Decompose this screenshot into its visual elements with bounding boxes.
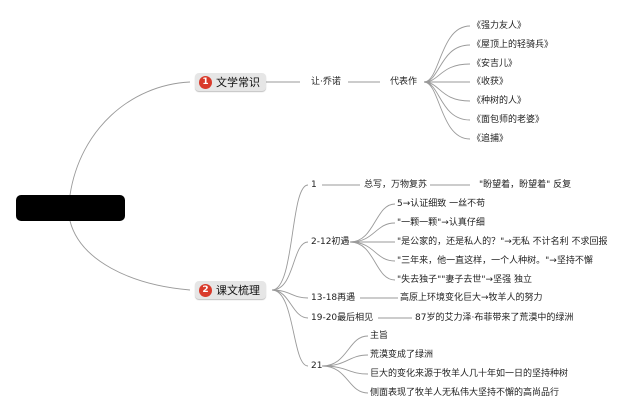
branch-5-item[interactable]: 巨大的变化来源于牧羊人几十年如一日的坚持种树 [370,369,569,379]
branch-5-item[interactable]: 主旨 [370,331,389,341]
topic-label: 课文梳理 [216,284,260,297]
work-item[interactable]: 《屋顶上的轻骑兵》 [472,40,554,50]
branch-3-text[interactable]: 高原上环境变化巨大→牧羊人的努力 [400,293,543,303]
branch-1-detail[interactable]: "盼望着，盼望着" 反复 [479,180,572,190]
branch-5-item[interactable]: 荒漠变成了绿洲 [370,350,434,360]
topic-label: 文学常识 [216,76,260,89]
branch-2-item[interactable]: "是公家的，还是私人的？"→无私 不计名利 不求回报 [397,237,608,247]
branch-2-item[interactable]: 5→认证细致 一丝不苟 [397,199,486,209]
branch-paragraph-2-12[interactable]: 2-12初遇 [311,237,350,247]
topic-text-analysis[interactable]: 2 课文梳理 [195,281,266,299]
work-item[interactable]: 《强力友人》 [472,21,527,31]
branch-1-text[interactable]: 总写，万物复苏 [364,180,428,190]
number-badge-2: 2 [199,283,212,297]
connector-root-section1 [69,81,191,196]
branch-paragraph-13-18[interactable]: 13-18再遇 [311,293,356,303]
branch-2-item[interactable]: "三年来，他一直这样，一个人种树。"→坚持不懈 [397,256,593,266]
branch-2-item[interactable]: "一颗一颗"→认真仔细 [397,218,485,228]
root-node-redacted[interactable] [16,195,125,221]
work-item[interactable]: 《种树的人》 [472,96,527,106]
branch-paragraph-1[interactable]: 1 [311,180,317,190]
branch-5-item[interactable]: 侧面表现了牧羊人无私伟大坚持不懈的高尚品行 [370,388,560,398]
branch-paragraph-19-20[interactable]: 19-20最后相见 [311,313,374,323]
number-badge-1: 1 [199,75,212,89]
work-item[interactable]: 《收获》 [472,77,509,87]
topic-literature-knowledge[interactable]: 1 文学常识 [195,73,266,91]
branch-paragraph-21[interactable]: 21 [311,361,323,371]
work-item[interactable]: 《追捕》 [472,134,509,144]
connector-root-section2 [69,220,191,291]
works-label-node[interactable]: 代表作 [390,77,418,87]
author-node[interactable]: 让·乔诺 [311,77,341,87]
branch-4-text[interactable]: 87岁的艾力泽·布菲带来了荒漠中的绿洲 [415,313,574,323]
work-item[interactable]: 《面包师的老婆》 [472,115,545,125]
connector-work-1 [423,25,471,83]
work-item[interactable]: 《安吉儿》 [472,59,518,69]
branch-2-item[interactable]: "失去独子""妻子去世"→坚强 独立 [397,275,532,285]
